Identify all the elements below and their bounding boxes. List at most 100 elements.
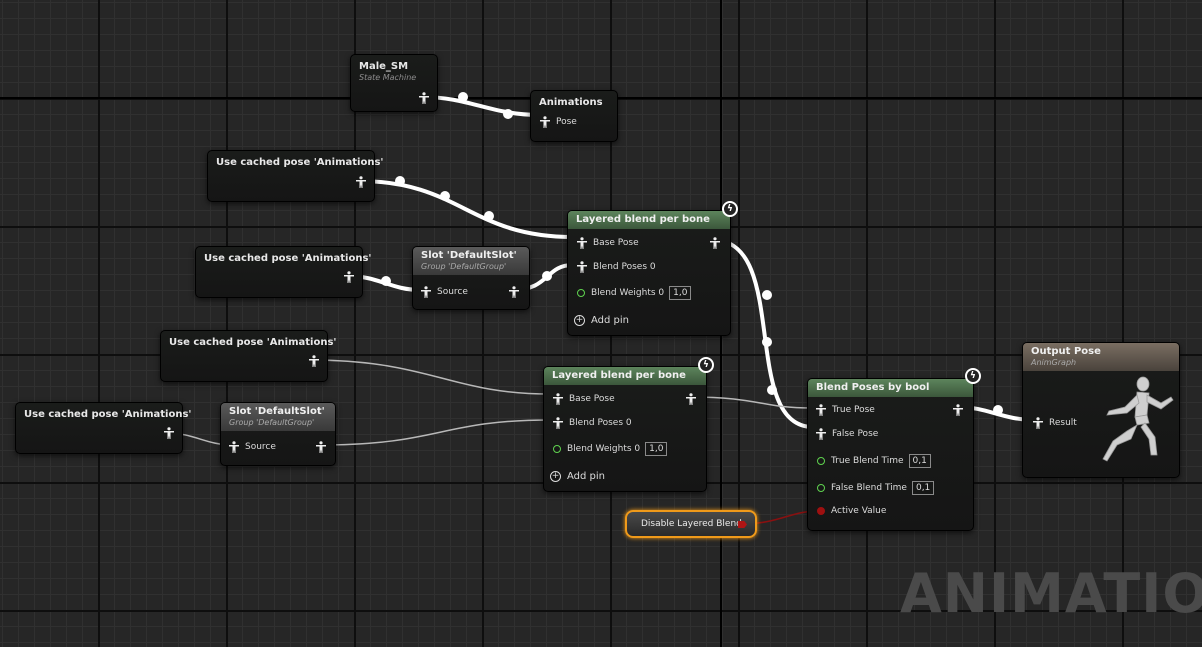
state-machine-node[interactable]: Male_SM State Machine xyxy=(350,54,438,112)
slot-node[interactable]: Slot 'DefaultSlot' Group 'DefaultGroup' … xyxy=(220,402,336,466)
pose-icon xyxy=(421,286,431,298)
node-title: Male_SM xyxy=(359,61,409,72)
layered-blend-per-bone-node[interactable]: Layered blend per bone Base Pose Blend P… xyxy=(567,210,731,336)
running-mannequin-icon xyxy=(1102,376,1174,462)
false-pose-pin[interactable]: False Pose xyxy=(816,428,878,440)
pose-icon xyxy=(816,404,826,416)
pose-output-pin[interactable] xyxy=(419,92,429,104)
pin-label: Blend Weights 0 xyxy=(591,288,665,298)
source-input-pin[interactable]: Source xyxy=(229,441,276,453)
pin-label: Base Pose xyxy=(569,394,615,404)
wire-dot xyxy=(395,176,405,186)
layered-blend-per-bone-node[interactable]: Layered blend per bone Base Pose Blend P… xyxy=(543,366,707,492)
blend-weights-pin[interactable]: Blend Weights 0 1,0 xyxy=(553,442,668,456)
save-cached-pose-node[interactable]: Animations Pose xyxy=(530,90,618,142)
graph-type-watermark: ANIMATION xyxy=(900,562,1202,625)
true-blend-time-pin[interactable]: True Blend Time 0,1 xyxy=(817,454,931,468)
pose-icon xyxy=(816,428,826,440)
node-header: Layered blend per bone xyxy=(568,211,730,229)
blend-weight-value[interactable]: 1,0 xyxy=(669,286,692,300)
pose-icon xyxy=(710,237,720,249)
blend-poses-pin[interactable]: Blend Poses 0 xyxy=(577,261,656,273)
pose-output-pin[interactable] xyxy=(164,427,174,439)
wire-layered1-to-blendbool xyxy=(711,238,814,429)
pin-label: False Pose xyxy=(832,429,879,439)
pose-icon xyxy=(1033,417,1043,429)
pose-output-pin[interactable] xyxy=(953,404,963,416)
base-pose-pin[interactable]: Base Pose xyxy=(553,393,615,405)
pose-icon xyxy=(953,404,963,416)
wire-cached3-to-layered2 xyxy=(309,359,551,395)
wire-dot xyxy=(440,191,450,201)
pin-label: Source xyxy=(245,442,276,452)
wire-layered2-to-blendbool xyxy=(689,396,813,409)
fast-path-icon: ϟ xyxy=(965,368,981,384)
bool-output-pin-icon[interactable] xyxy=(738,521,747,528)
use-cached-pose-node[interactable]: Use cached pose 'Animations' xyxy=(207,150,383,202)
add-pin-button[interactable]: + Add pin xyxy=(574,315,629,326)
wire-dot xyxy=(503,109,513,119)
pose-output-pin[interactable] xyxy=(686,393,696,405)
float-pin-icon xyxy=(553,445,561,453)
pose-output-pin[interactable] xyxy=(344,271,354,283)
float-pin-icon xyxy=(577,289,585,297)
wire-dot xyxy=(762,337,772,347)
blend-weight-value[interactable]: 1,0 xyxy=(645,442,668,456)
pin-label: False Blend Time xyxy=(831,483,907,493)
pin-label: Source xyxy=(437,287,468,297)
pose-icon xyxy=(553,417,563,429)
base-pose-pin[interactable]: Base Pose xyxy=(577,237,639,249)
pose-icon xyxy=(229,441,239,453)
use-cached-pose-node[interactable]: Use cached pose 'Animations' xyxy=(195,246,371,298)
node-subtitle: State Machine xyxy=(359,73,417,82)
node-title: Use cached pose 'Animations' xyxy=(216,157,384,168)
disable-layered-blend-variable[interactable]: Disable Layered Blend xyxy=(625,510,757,538)
slot-node[interactable]: Slot 'DefaultSlot' Group 'DefaultGroup' … xyxy=(412,246,530,310)
pose-output-pin[interactable] xyxy=(309,355,319,367)
pin-label: Blend Poses 0 xyxy=(569,418,632,428)
source-input-pin[interactable]: Source xyxy=(421,286,468,298)
result-input-pin[interactable]: Result xyxy=(1033,417,1077,429)
pose-output-pin[interactable] xyxy=(316,441,326,453)
float-pin-icon xyxy=(817,457,825,465)
blend-poses-pin[interactable]: Blend Poses 0 xyxy=(553,417,632,429)
node-title: Use cached pose 'Animations' xyxy=(204,253,372,264)
node-title: Output Pose xyxy=(1031,346,1101,357)
fast-path-icon: ϟ xyxy=(698,357,714,373)
true-blend-time-value[interactable]: 0,1 xyxy=(908,454,931,468)
wire-slot2-to-layered2 xyxy=(319,419,551,446)
true-pose-pin[interactable]: True Pose xyxy=(816,404,875,416)
node-title: Slot 'DefaultSlot' xyxy=(421,250,517,261)
blend-poses-by-bool-node[interactable]: Blend Poses by bool True Pose False Pose… xyxy=(807,378,974,531)
fast-path-icon: ϟ xyxy=(722,201,738,217)
pin-label: Active Value xyxy=(831,506,887,516)
wire-sm-to-animations xyxy=(420,95,542,117)
false-blend-time-pin[interactable]: False Blend Time 0,1 xyxy=(817,481,935,495)
pose-output-pin[interactable] xyxy=(509,286,519,298)
node-subtitle: Group 'DefaultGroup' xyxy=(229,418,315,427)
active-value-pin[interactable]: Active Value xyxy=(817,506,886,516)
node-header: Layered blend per bone xyxy=(544,367,706,385)
node-title: Animations xyxy=(539,97,603,108)
false-blend-time-value[interactable]: 0,1 xyxy=(911,481,935,495)
pose-icon xyxy=(419,92,429,104)
pose-input-pin[interactable]: Pose xyxy=(540,116,577,128)
pose-output-pin[interactable] xyxy=(356,176,366,188)
use-cached-pose-node[interactable]: Use cached pose 'Animations' xyxy=(160,330,336,382)
output-pose-node[interactable]: Output Pose AnimGraph Result xyxy=(1022,342,1180,478)
pose-icon xyxy=(577,261,587,273)
bool-pin-icon xyxy=(817,507,825,515)
pose-output-pin[interactable] xyxy=(710,237,720,249)
add-pin-label: Add pin xyxy=(567,471,606,482)
pose-icon xyxy=(553,393,563,405)
float-pin-icon xyxy=(817,484,825,492)
pose-icon xyxy=(164,427,174,439)
add-pin-label: Add pin xyxy=(591,315,630,326)
pin-label: True Pose xyxy=(832,405,875,415)
use-cached-pose-node[interactable]: Use cached pose 'Animations' xyxy=(15,402,191,454)
pin-label: Base Pose xyxy=(593,238,639,248)
blend-weights-pin[interactable]: Blend Weights 0 1,0 xyxy=(577,286,692,300)
add-pin-button[interactable]: + Add pin xyxy=(550,471,605,482)
wire-dot xyxy=(484,211,494,221)
